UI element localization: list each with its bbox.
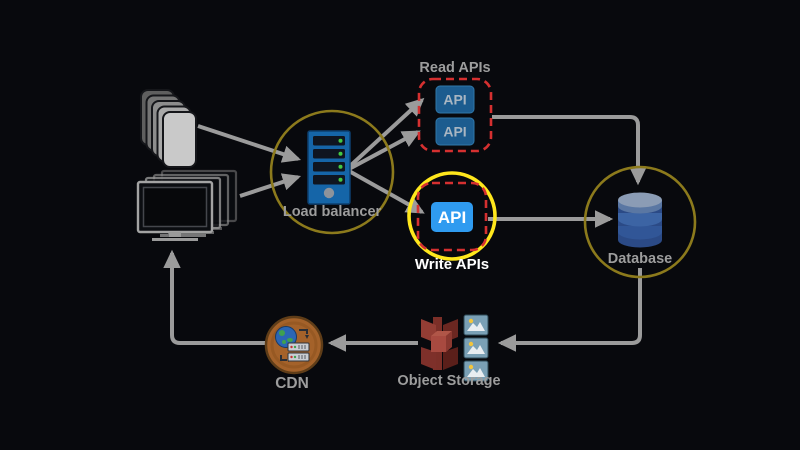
cdn-globe-icon [264,315,324,375]
read-apis-node: Read APIs API API [417,60,493,153]
database-label: Database [608,251,672,267]
object-storage-node: Object Storage [397,314,501,389]
edge-desktop-to-lb [239,173,302,198]
edges [163,97,647,352]
read-api-1-label: API [443,92,466,108]
mobile-stack-icon [140,89,197,168]
cdn-node: CDN [264,315,324,392]
read-api-2-label: API [443,124,466,140]
edge-cdn-to-desktop [163,249,265,345]
write-apis-highlight-circle [407,171,497,261]
s3-bucket-icon [421,317,458,370]
read-api-box-1: API [435,85,475,114]
edge-database-to-object-storage [497,268,642,352]
read-apis-label: Read APIs [419,60,490,76]
monitor-stack-icon [136,169,238,241]
load-balancer-node: Load balancer [269,109,395,235]
edge-mobile-to-lb [197,124,302,163]
cdn-label: CDN [275,375,309,392]
database-node: Database [583,165,697,279]
read-api-box-2: API [435,117,475,146]
edge-read-apis-to-database [492,115,647,186]
write-api-label: API [438,208,466,227]
write-apis-label: Write APIs [415,256,489,273]
image-thumbnails-icon [463,314,489,382]
database-cylinder-icon [618,192,662,248]
object-storage-label: Object Storage [397,373,500,389]
server-icon [307,130,351,205]
write-apis-node: API Write APIs [407,171,497,273]
write-api-box: API [431,202,473,232]
database-circle [583,165,697,279]
load-balancer-label: Load balancer [283,204,382,220]
edge-lb-to-read-api-1 [347,97,425,169]
edge-lb-to-read-api-2 [348,130,421,171]
write-apis-group-box [416,181,488,252]
load-balancer-circle [269,109,395,235]
